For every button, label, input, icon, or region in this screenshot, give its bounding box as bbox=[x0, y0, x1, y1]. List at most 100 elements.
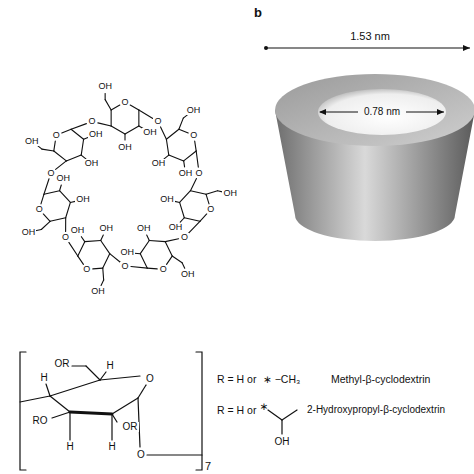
atom-label: OH bbox=[90, 287, 106, 296]
bond-line bbox=[190, 178, 196, 190]
bond-line bbox=[85, 240, 101, 241]
bond-line bbox=[179, 118, 183, 129]
atom-label: OH bbox=[75, 195, 91, 204]
bond-line bbox=[60, 191, 71, 203]
bond-line bbox=[140, 254, 147, 268]
bond-line bbox=[105, 94, 106, 100]
atom-label: OH bbox=[222, 189, 238, 198]
bond-line bbox=[196, 151, 198, 167]
atom-label: H bbox=[65, 442, 74, 452]
bond-line bbox=[98, 123, 111, 126]
dimension-label: b bbox=[253, 6, 263, 19]
bond-line bbox=[66, 202, 71, 217]
bond-line bbox=[111, 110, 112, 126]
atom-label: OH bbox=[178, 169, 194, 178]
atom-label: O bbox=[136, 450, 146, 460]
atom-label: OH bbox=[274, 437, 291, 447]
atom-label: 7 bbox=[204, 461, 212, 472]
bond-line bbox=[200, 214, 207, 221]
bond-line bbox=[180, 191, 191, 203]
atom-label: O bbox=[82, 265, 91, 274]
atom-label: R = H or bbox=[216, 405, 257, 416]
bond-line bbox=[54, 141, 55, 151]
atom-label: OH bbox=[70, 226, 86, 235]
bond-line bbox=[56, 161, 67, 169]
atom-label: R = H or bbox=[216, 374, 257, 385]
bond-line bbox=[189, 221, 200, 233]
atom-label: O bbox=[35, 205, 44, 214]
atom-label: OH bbox=[21, 228, 37, 237]
atom-label: O bbox=[120, 262, 129, 271]
atom-label: OH bbox=[136, 224, 152, 233]
bond-line bbox=[42, 149, 54, 151]
atom-label: H bbox=[105, 361, 114, 371]
bond-line bbox=[101, 280, 104, 285]
atom-label: OH bbox=[151, 159, 167, 168]
bond-line bbox=[93, 268, 103, 270]
atom-label: H bbox=[39, 373, 48, 383]
atom-label: O bbox=[189, 131, 198, 140]
bond-line bbox=[71, 124, 86, 130]
bond-line bbox=[180, 218, 184, 222]
bond-line bbox=[183, 161, 185, 167]
bond-line bbox=[41, 221, 50, 229]
bond-line bbox=[124, 134, 125, 140]
bond-line bbox=[140, 240, 149, 253]
bond-line bbox=[111, 105, 120, 110]
bond-line bbox=[60, 185, 62, 191]
atom-label: OH bbox=[168, 223, 184, 232]
atom-label: OH bbox=[84, 159, 100, 168]
atom-label: RO bbox=[32, 416, 49, 426]
atom-label: Methyl-β-cyclodextrin bbox=[330, 374, 431, 385]
atom-label: OH bbox=[56, 174, 72, 183]
atom-label: O bbox=[88, 117, 97, 126]
bond-line bbox=[37, 145, 42, 149]
atom-label: H bbox=[107, 442, 116, 452]
atom-label: ∗ bbox=[259, 401, 270, 412]
atom-label: OH bbox=[120, 248, 136, 257]
atom-label: OH bbox=[24, 137, 40, 146]
bond-line bbox=[179, 129, 188, 133]
atom-label: OH bbox=[186, 106, 202, 115]
atom-label: OH bbox=[88, 130, 104, 139]
dimension-label: 0.78 nm bbox=[363, 107, 401, 117]
bond-line bbox=[54, 151, 67, 161]
atom-label: ∗ −CH₃ bbox=[262, 374, 301, 385]
bond-line bbox=[65, 218, 66, 232]
bond-line bbox=[195, 141, 196, 151]
bond-line bbox=[125, 126, 139, 134]
bond-line bbox=[147, 268, 157, 270]
bond-line bbox=[134, 253, 140, 255]
atom-label: O bbox=[206, 205, 215, 214]
atom-label: O bbox=[195, 169, 204, 178]
bond-line bbox=[165, 239, 178, 242]
atom-label: 2-Hydroxypropyl-β-cyclodextrin bbox=[306, 405, 446, 415]
bond-line bbox=[71, 129, 84, 139]
bond-line bbox=[147, 235, 150, 240]
bond-line bbox=[167, 256, 173, 264]
bond-line bbox=[166, 139, 168, 155]
bond-line bbox=[206, 191, 217, 195]
bond-line bbox=[180, 202, 185, 217]
atom-label: OR bbox=[122, 422, 139, 432]
bond-line bbox=[169, 155, 184, 161]
bond-line bbox=[184, 218, 200, 222]
atom-label: OH bbox=[99, 224, 115, 233]
bond-line bbox=[50, 218, 66, 222]
atom-label: OR bbox=[54, 359, 71, 369]
bond-line bbox=[103, 254, 110, 268]
atom-label: O bbox=[180, 233, 189, 242]
bond-line bbox=[165, 242, 172, 256]
atom-label: OH bbox=[142, 128, 158, 137]
atom-label: OH bbox=[180, 270, 196, 279]
bond-line bbox=[184, 151, 197, 161]
atom-label: O bbox=[52, 131, 61, 140]
bond-line bbox=[81, 237, 84, 242]
dimension-label: 1.53 nm bbox=[349, 31, 391, 42]
bond-line bbox=[81, 139, 83, 155]
atom-label: O bbox=[159, 265, 168, 274]
atom-label: OH bbox=[97, 82, 113, 91]
